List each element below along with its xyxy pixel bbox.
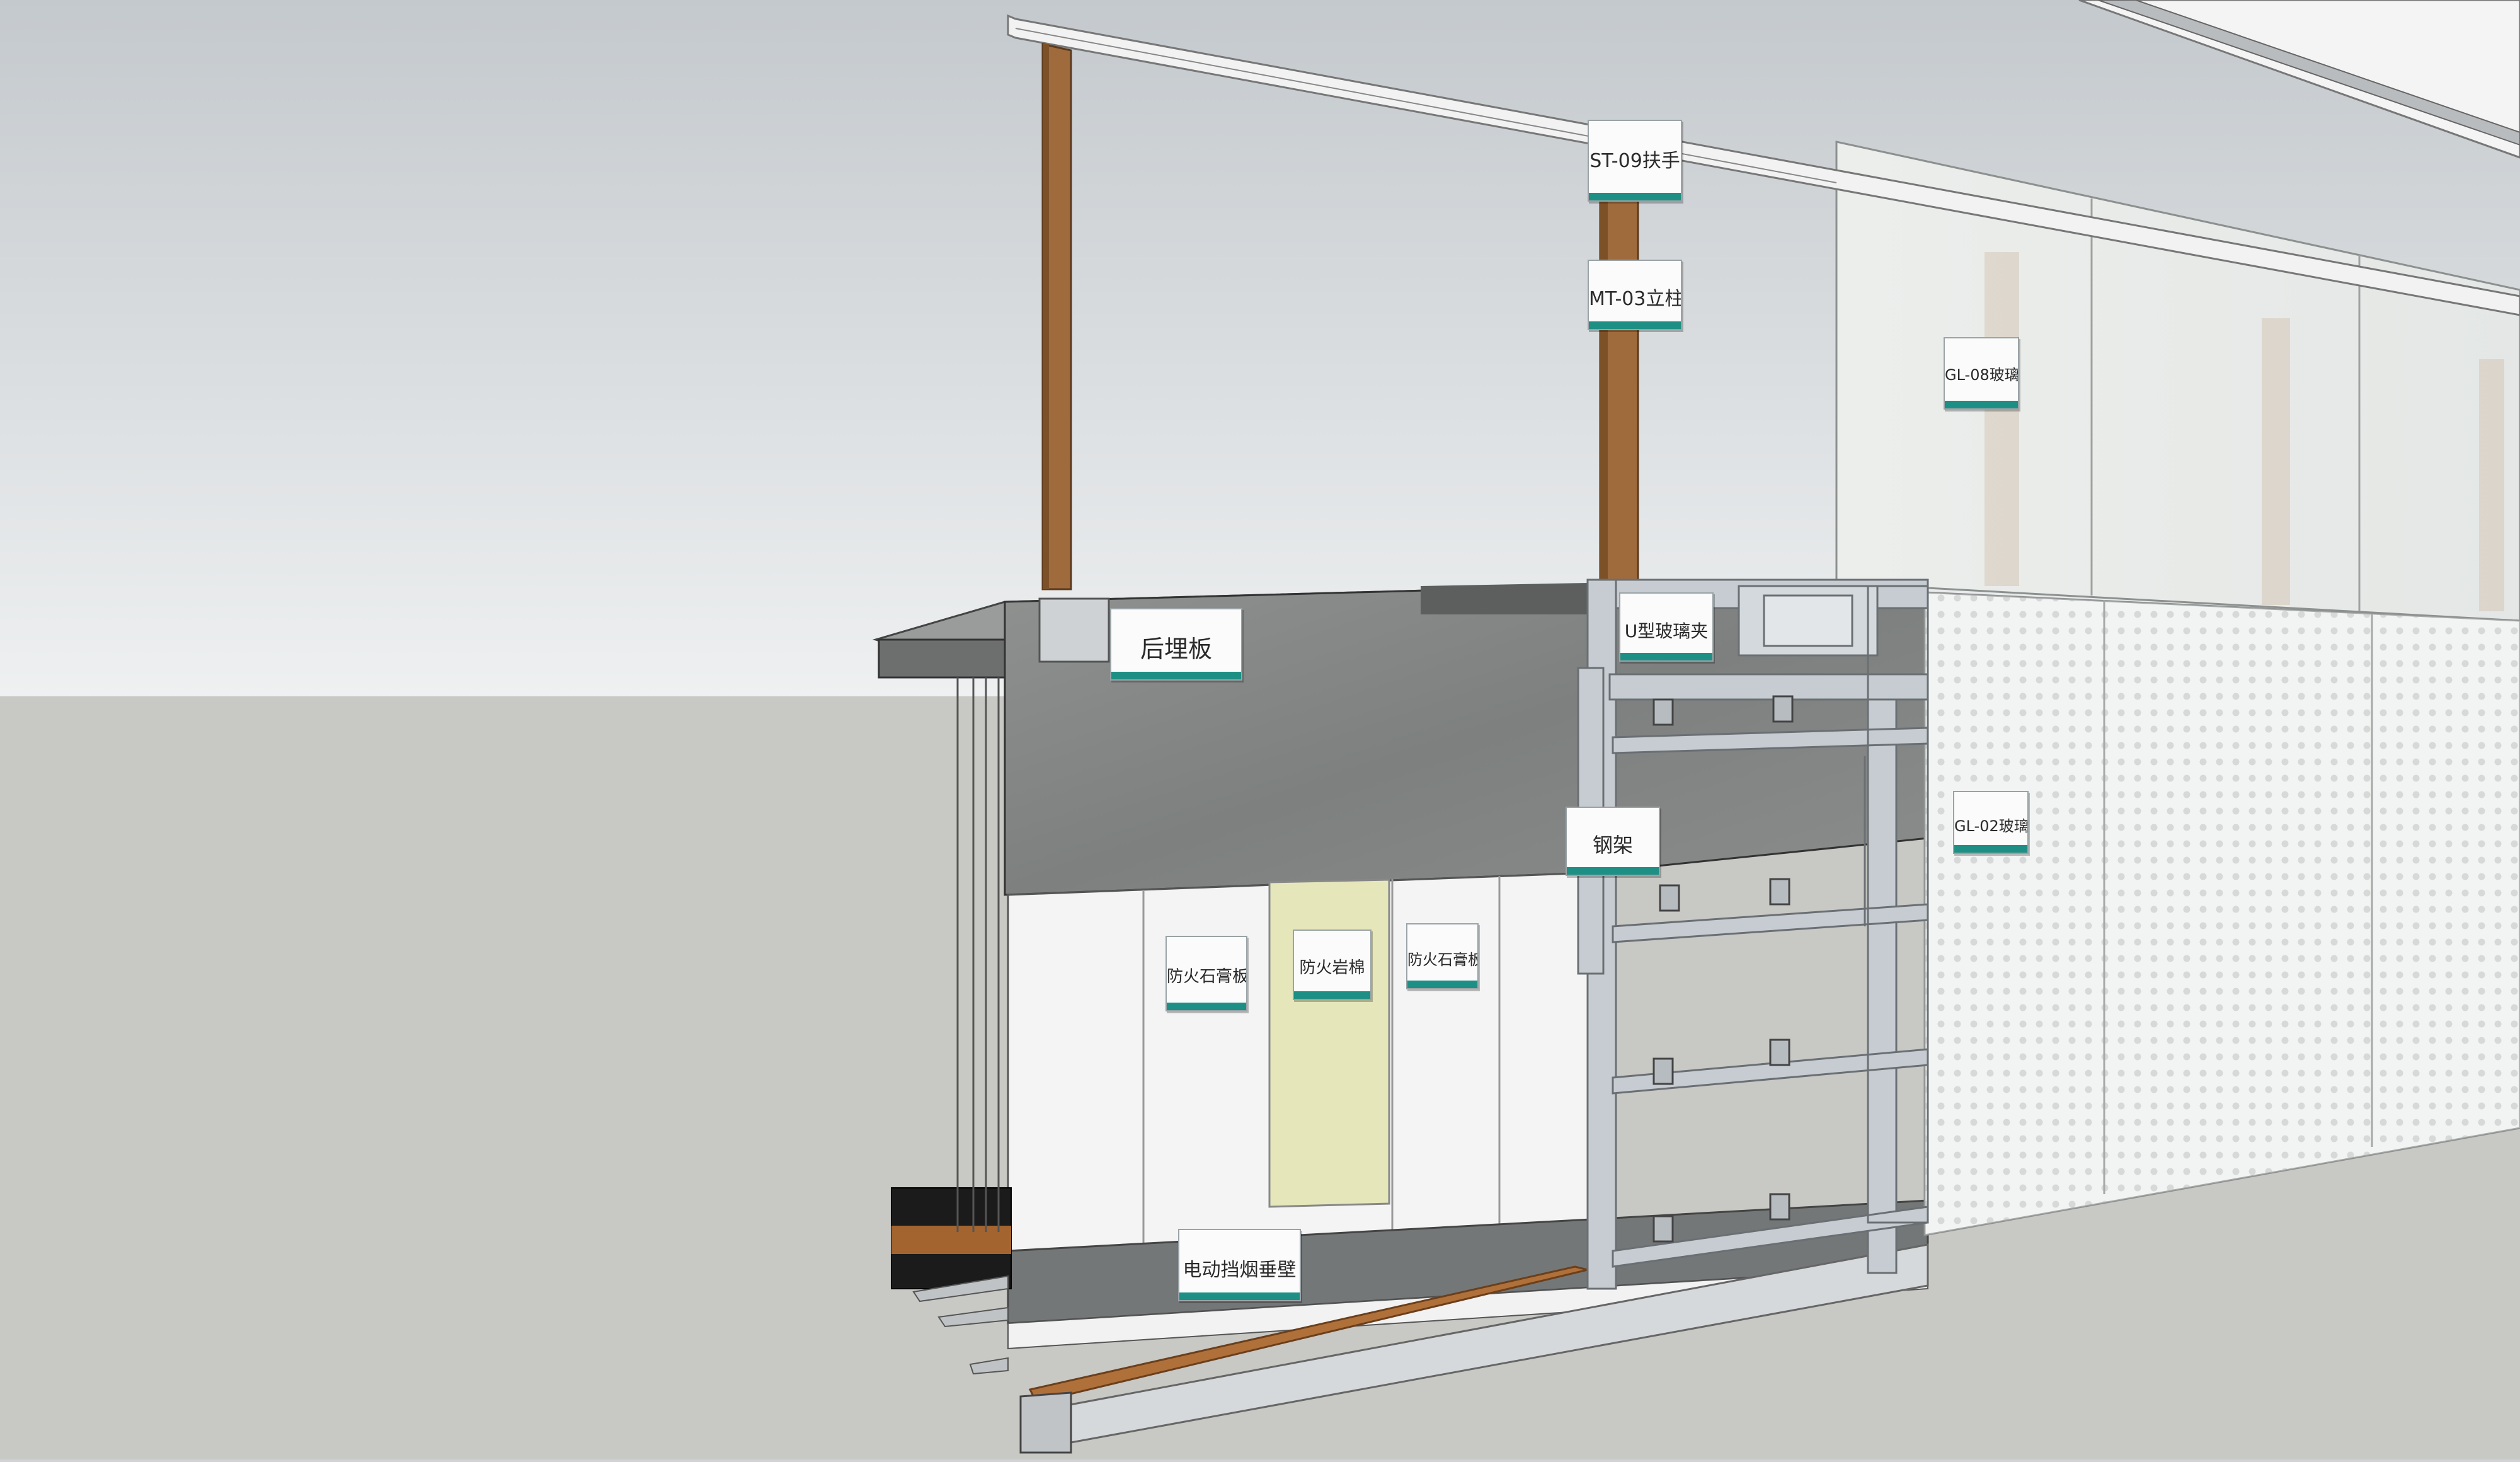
- label-gl08-glass-text: GL-08玻璃: [1945, 366, 2019, 384]
- label-smoke-curtain: 电动挡烟垂壁: [1178, 1229, 1301, 1301]
- label-fire-gypsum-board-left-text: 防火石膏板: [1167, 967, 1247, 986]
- label-steel-frame-text: 钢架: [1592, 833, 1633, 857]
- ceiling: [2078, 0, 2520, 159]
- label-mt03-post: MT-03立柱: [1588, 260, 1682, 330]
- label-u-glass-clamp: U型玻璃夹: [1619, 592, 1714, 662]
- label-steel-frame: 钢架: [1566, 807, 1660, 876]
- handrail: [1007, 14, 2520, 316]
- label-smoke-curtain-text: 电动挡烟垂壁: [1183, 1259, 1297, 1281]
- steel-frame: [1577, 578, 1929, 1290]
- label-fire-rockwool: 防火岩棉: [1293, 930, 1372, 1000]
- label-gl02-glass: GL-02玻璃: [1953, 791, 2029, 854]
- glass-clips: [1652, 695, 1794, 1243]
- label-u-glass-clamp-text: U型玻璃夹: [1624, 621, 1709, 642]
- label-fire-gypsum-board-left: 防火石膏板: [1166, 936, 1247, 1011]
- label-fire-gypsum-board-right-text: 防火石膏板: [1407, 951, 1479, 969]
- rockwool-panel: [1268, 878, 1390, 1208]
- embedded-plate-block: [1038, 597, 1110, 663]
- label-st09-handrail: ST-09扶手: [1588, 120, 1682, 202]
- label-st09-handrail-text: ST-09扶手: [1589, 150, 1680, 172]
- label-fire-rockwool-text: 防火岩棉: [1299, 958, 1365, 977]
- label-embedded-plate-text: 后埋板: [1140, 635, 1212, 663]
- concrete-slab-edge: [878, 638, 1006, 679]
- label-gl08-glass: GL-08玻璃: [1944, 337, 2019, 410]
- label-fire-gypsum-board-right: 防火石膏板: [1406, 923, 1479, 989]
- label-embedded-plate: 后埋板: [1110, 608, 1242, 681]
- label-gl02-glass-text: GL-02玻璃: [1954, 817, 2029, 835]
- label-mt03-post-text: MT-03立柱: [1589, 288, 1682, 310]
